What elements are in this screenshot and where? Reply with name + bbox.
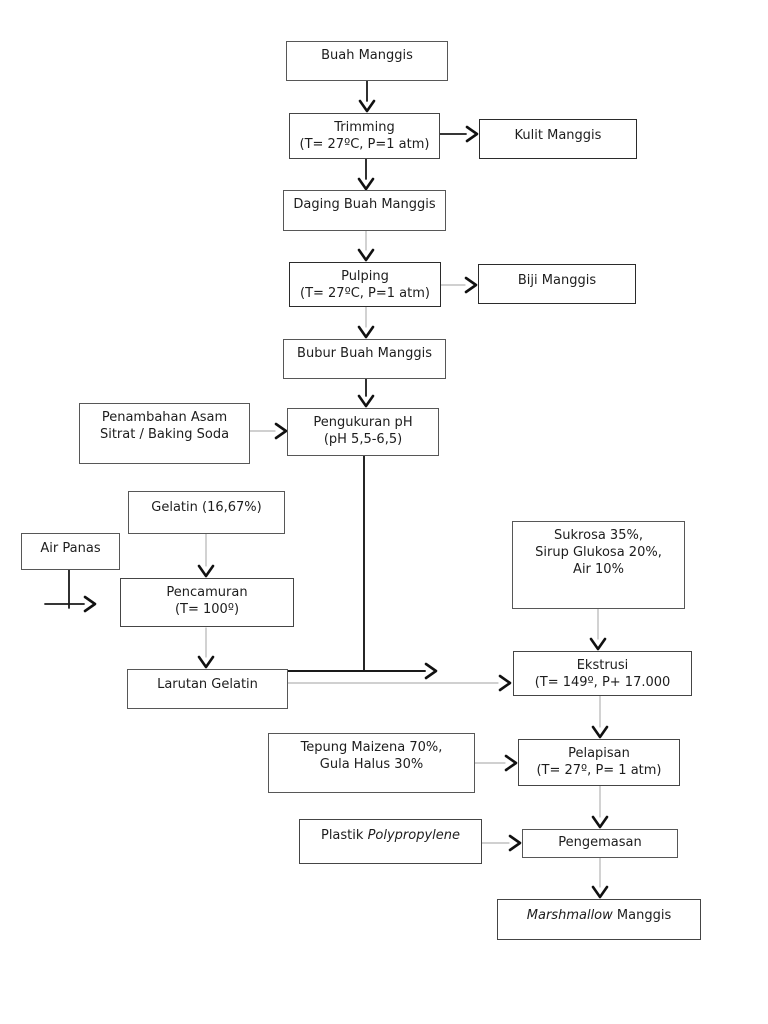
node-buah-manggis: Buah Manggis xyxy=(286,41,448,81)
node-pulping-params: (T= 27ºC, P=1 atm) xyxy=(300,286,430,301)
node-kulit-manggis-label: Kulit Manggis xyxy=(514,128,602,143)
node-kulit-manggis: Kulit Manggis xyxy=(479,119,637,159)
node-larutan-label: Larutan Gelatin xyxy=(157,677,258,692)
arrow-pelapisan-to-pengemasan xyxy=(591,785,609,829)
node-sukrosa-line2: Sirup Glukosa 20%, xyxy=(535,545,662,560)
node-sukrosa-line1: Sukrosa 35%, xyxy=(554,528,643,543)
node-pencamuran: Pencamuran (T= 100º) xyxy=(120,578,294,627)
arrow-ekstrusi-to-pelapisan xyxy=(591,695,609,739)
node-plastik-label: Plastik Polypropylene xyxy=(320,828,461,843)
node-tepung-line1: Tepung Maizena 70%, xyxy=(300,740,443,755)
node-air-panas: Air Panas xyxy=(21,533,120,570)
arrow-junction-right xyxy=(287,662,438,680)
node-bubur-label: Bubur Buah Manggis xyxy=(297,346,432,361)
node-penambahan-line2: Sitrat / Baking Soda xyxy=(99,427,230,442)
arrow-plastik-to-pengemasan xyxy=(481,834,522,852)
node-pelapisan-title: Pelapisan xyxy=(568,746,630,761)
node-trimming-title: Trimming xyxy=(334,120,395,135)
node-pengemasan: Pengemasan xyxy=(522,829,678,858)
node-sukrosa-line3: Air 10% xyxy=(573,562,624,577)
node-daging-buah-manggis: Daging Buah Manggis xyxy=(283,190,446,231)
node-marshmallow-manggis: Marshmallow Manggis xyxy=(497,899,701,940)
arrow-pulping-to-biji xyxy=(440,276,478,294)
node-air-panas-label: Air Panas xyxy=(40,541,101,556)
node-buah-manggis-label: Buah Manggis xyxy=(321,48,413,63)
node-penambahan-asam: Penambahan Asam Sitrat / Baking Soda xyxy=(79,403,250,464)
node-ekstrusi-title: Ekstrusi xyxy=(576,658,629,673)
node-marshmallow-label: Marshmallow Manggis xyxy=(526,908,672,923)
node-tepung-maizena: Tepung Maizena 70%, Gula Halus 30% xyxy=(268,733,475,793)
arrow-daging-to-pulping xyxy=(357,230,375,262)
node-pengemasan-label: Pengemasan xyxy=(558,835,642,850)
node-ph-title: Pengukuran pH xyxy=(313,415,413,430)
arrow-pulping-to-bubur xyxy=(357,306,375,339)
node-pelapisan-params: (T= 27º, P= 1 atm) xyxy=(536,763,662,778)
node-daging-label: Daging Buah Manggis xyxy=(293,197,436,212)
arrow-trimming-to-daging xyxy=(357,158,375,191)
node-pulping-title: Pulping xyxy=(341,269,389,284)
arrow-sukrosa-to-ekstrusi xyxy=(589,608,607,651)
arrow-air-panas xyxy=(44,569,97,613)
node-ekstrusi: Ekstrusi (T= 149º, P+ 17.000 xyxy=(513,651,692,696)
node-penambahan-line1: Penambahan Asam xyxy=(101,410,228,425)
node-pengukuran-ph: Pengukuran pH (pH 5,5-6,5) xyxy=(287,408,439,456)
node-plastik-polypropylene: Plastik Polypropylene xyxy=(299,819,482,864)
node-larutan-gelatin: Larutan Gelatin xyxy=(127,669,288,709)
arrow-buah-to-trimming xyxy=(358,79,376,113)
arrow-tepung-to-pelapisan xyxy=(474,754,518,772)
node-gelatin-label: Gelatin (16,67%) xyxy=(151,500,262,515)
node-tepung-line2: Gula Halus 30% xyxy=(319,757,424,772)
node-pelapisan: Pelapisan (T= 27º, P= 1 atm) xyxy=(518,739,680,786)
node-ekstrusi-params: (T= 149º, P+ 17.000 xyxy=(534,675,671,690)
node-pencamuran-title: Pencamuran xyxy=(166,585,248,600)
node-biji-manggis: Biji Manggis xyxy=(478,264,636,304)
arrow-larutan-to-ekstrusi xyxy=(287,674,512,692)
arrow-pencamuran-to-larutan xyxy=(197,627,215,669)
node-pulping: Pulping (T= 27ºC, P=1 atm) xyxy=(289,262,441,307)
arrow-penambahan-to-ph xyxy=(249,422,288,440)
arrow-pengemasan-to-marshmallow xyxy=(591,857,609,899)
node-pencamuran-params: (T= 100º) xyxy=(174,602,240,617)
node-trimming-params: (T= 27ºC, P=1 atm) xyxy=(299,137,430,152)
arrow-trimming-to-kulit xyxy=(439,125,479,143)
arrow-gelatin-to-pencamuran xyxy=(197,533,215,578)
node-ph-range: (pH 5,5-6,5) xyxy=(323,432,403,447)
node-gelatin: Gelatin (16,67%) xyxy=(128,491,285,534)
node-sukrosa: Sukrosa 35%, Sirup Glukosa 20%, Air 10% xyxy=(512,521,685,609)
node-bubur-buah-manggis: Bubur Buah Manggis xyxy=(283,339,446,379)
node-trimming: Trimming (T= 27ºC, P=1 atm) xyxy=(289,113,440,159)
arrow-bubur-to-ph xyxy=(357,378,375,408)
node-biji-manggis-label: Biji Manggis xyxy=(517,273,597,288)
